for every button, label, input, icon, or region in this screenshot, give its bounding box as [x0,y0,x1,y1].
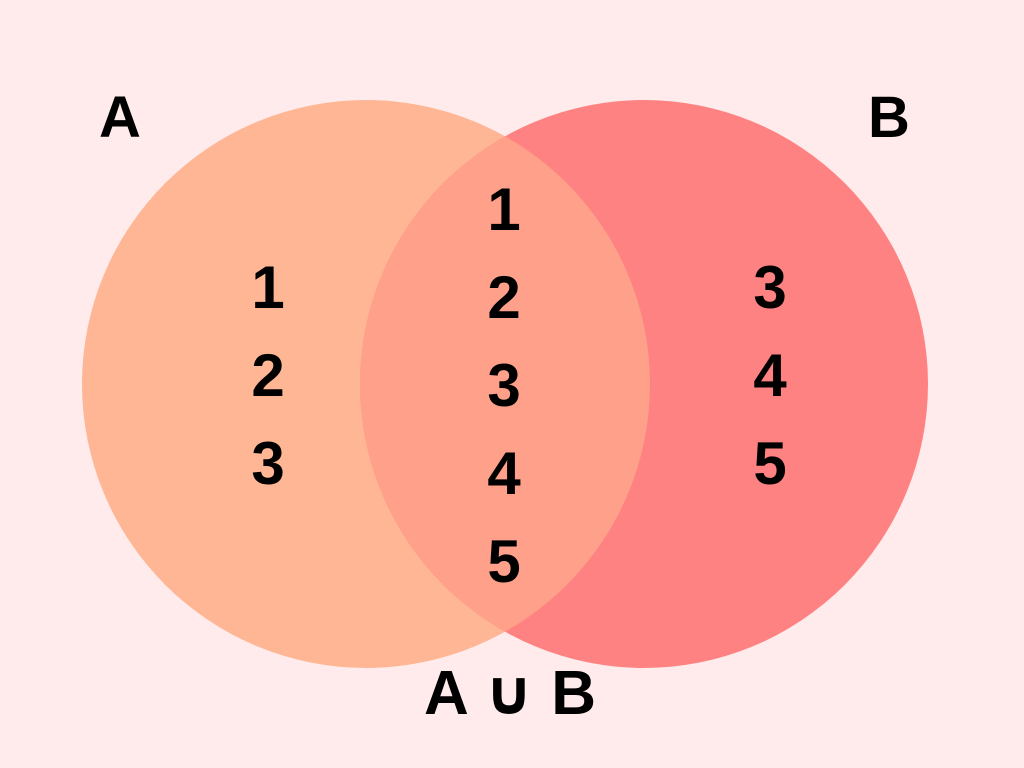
set-b-element: 5 [753,430,787,497]
set-a-element: 2 [251,342,285,409]
set-b-element: 3 [753,254,787,321]
union-element: 1 [487,176,521,243]
union-element: 2 [487,264,521,331]
union-element: 3 [487,352,521,419]
union-element: 4 [487,440,521,507]
union-element: 5 [487,528,521,595]
set-a-element: 3 [251,430,285,497]
intersection-region [360,100,650,668]
union-caption: A ∪ B [423,659,597,728]
set-b-element: 4 [753,342,787,409]
set-a-label: A [99,85,141,150]
set-a-element: 1 [251,254,285,321]
set-b-label: B [868,85,910,150]
